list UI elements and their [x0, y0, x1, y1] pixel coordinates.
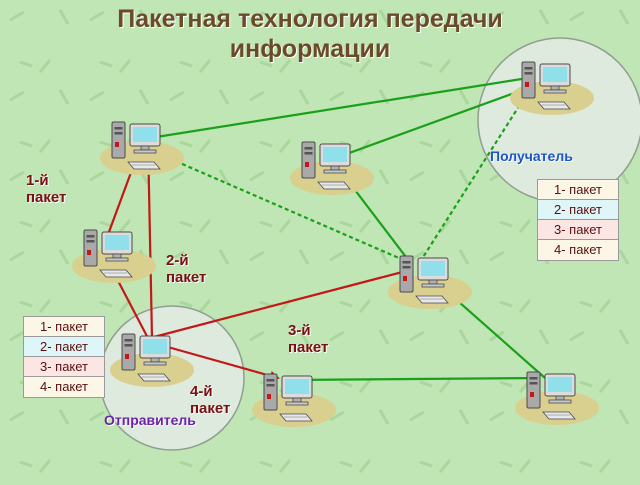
sender-packet-list: 1- пакет 2- пакет 3- пакет 4- пакет: [23, 316, 105, 398]
receiver-packet-item: 1- пакет: [538, 180, 618, 200]
sender-packet-item: 3- пакет: [24, 357, 104, 377]
route-packet3: [149, 267, 412, 340]
desktop-computer-icon: [110, 333, 194, 387]
link-n2-receiver: [329, 86, 529, 162]
desktop-computer-icon: [72, 229, 156, 283]
sender-packet-item: 1- пакет: [24, 317, 104, 337]
desktop-computer-icon: [515, 371, 599, 425]
computers: [72, 61, 599, 427]
receiver-packet-item: 4- пакет: [538, 240, 618, 260]
desktop-computer-icon: [510, 61, 594, 115]
sender-packet-item: 4- пакет: [24, 377, 104, 397]
label-packet-3: 3-й пакет: [288, 322, 329, 356]
label-packet-4: 4-й пакет: [190, 383, 231, 417]
route-packet4: [149, 340, 280, 381]
receiver-packet-list: 1- пакет 2- пакет 3- пакет 4- пакет: [537, 179, 619, 261]
desktop-computer-icon: [100, 121, 184, 175]
desktop-computer-icon: [290, 141, 374, 195]
link-n4-receiver: [419, 91, 529, 263]
desktop-computer-icon: [252, 373, 336, 427]
link-n1-receiver: [149, 76, 529, 140]
label-packet-2: 2-й пакет: [166, 252, 207, 286]
receiver-packet-item: 3- пакет: [538, 220, 618, 240]
label-receiver: Получатель: [490, 148, 573, 164]
page-title: Пакетная технология передачи информации: [117, 5, 503, 63]
label-sender: Отправитель: [104, 412, 196, 428]
receiver-packet-item: 2- пакет: [538, 200, 618, 220]
link-n5-n6: [289, 376, 541, 382]
label-packet-1: 1-й пакет: [26, 172, 67, 206]
desktop-computer-icon: [388, 255, 472, 309]
sender-packet-item: 2- пакет: [24, 337, 104, 357]
link-n1-n4: [149, 148, 409, 264]
